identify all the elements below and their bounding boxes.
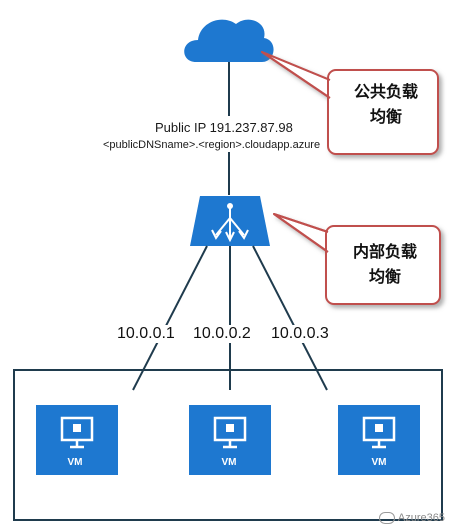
- ip-label-vm1: 10.0.0.1: [116, 325, 176, 343]
- watermark-text: Azure365: [397, 512, 445, 524]
- vm-label-3: VM: [371, 457, 387, 468]
- vm-label-2: VM: [221, 457, 237, 468]
- vm-icon: [60, 416, 94, 449]
- vm-tile-2: [189, 405, 271, 475]
- callout-internal-lb: [273, 213, 441, 305]
- callout-internal-line1: 内部负载: [352, 242, 417, 261]
- vm-tile-3: [338, 405, 420, 475]
- lb-to-vm1-line: [132, 245, 208, 391]
- vm-label-1: VM: [67, 457, 83, 468]
- lb-to-vm3-line: [252, 245, 328, 391]
- public-dns-label: <publicDNSname>.<region>.cloudapp.azure: [103, 139, 321, 151]
- callout-public-text: 公共负载 均衡: [336, 80, 436, 130]
- callout-public-line1: 公共负载: [353, 82, 418, 101]
- cloud-icon: [184, 19, 274, 62]
- ip-label-vm3: 10.0.0.3: [270, 325, 330, 343]
- callout-internal-text: 内部负载 均衡: [333, 240, 437, 290]
- callout-public-line2: 均衡: [369, 106, 402, 126]
- public-ip-label: Public IP 191.237.87.98: [155, 120, 293, 135]
- vm-icon: [213, 416, 247, 449]
- subnet-frame: [13, 369, 443, 521]
- load-balancer-icon: [190, 196, 270, 246]
- watermark: Azure365: [378, 512, 445, 524]
- callout-public-lb: [261, 51, 439, 155]
- vm-icon: [362, 416, 396, 449]
- ip-label-vm2: 10.0.0.2: [192, 325, 252, 343]
- wechat-icon: [378, 512, 395, 524]
- vm-tile-1: [36, 405, 118, 475]
- callout-internal-line2: 均衡: [368, 266, 401, 286]
